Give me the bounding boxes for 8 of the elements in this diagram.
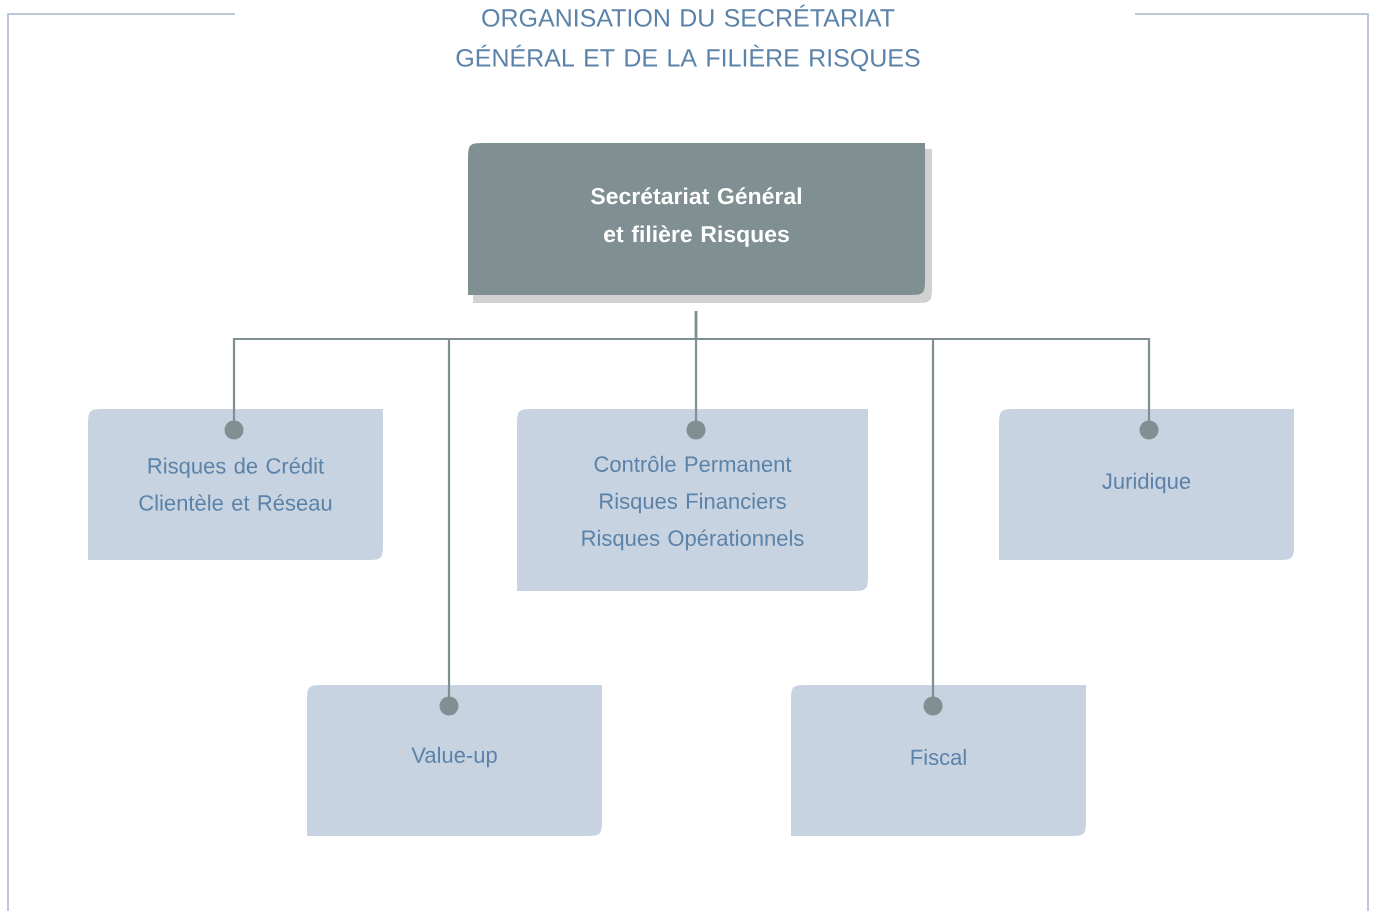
- unit-box: Contrôle Permanent Risques Financiers Risques Opérationnels: [517, 409, 868, 591]
- unit-box: Value-up: [307, 685, 602, 836]
- title: ORGANISATION DU SECRÉTARIAT GÉNÉRAL ET DE LA FILIÈRE RISQUES: [456, 4, 920, 72]
- title-box: Secrétariat Général et filière Risques: [468, 143, 932, 303]
- unit-box: Juridique: [999, 409, 1294, 560]
- unit-box: Fiscal: [791, 685, 1086, 836]
- unit-box: Risques de Crédit Clientèle et Réseau: [88, 409, 383, 560]
- connector: [694, 311, 943, 716]
